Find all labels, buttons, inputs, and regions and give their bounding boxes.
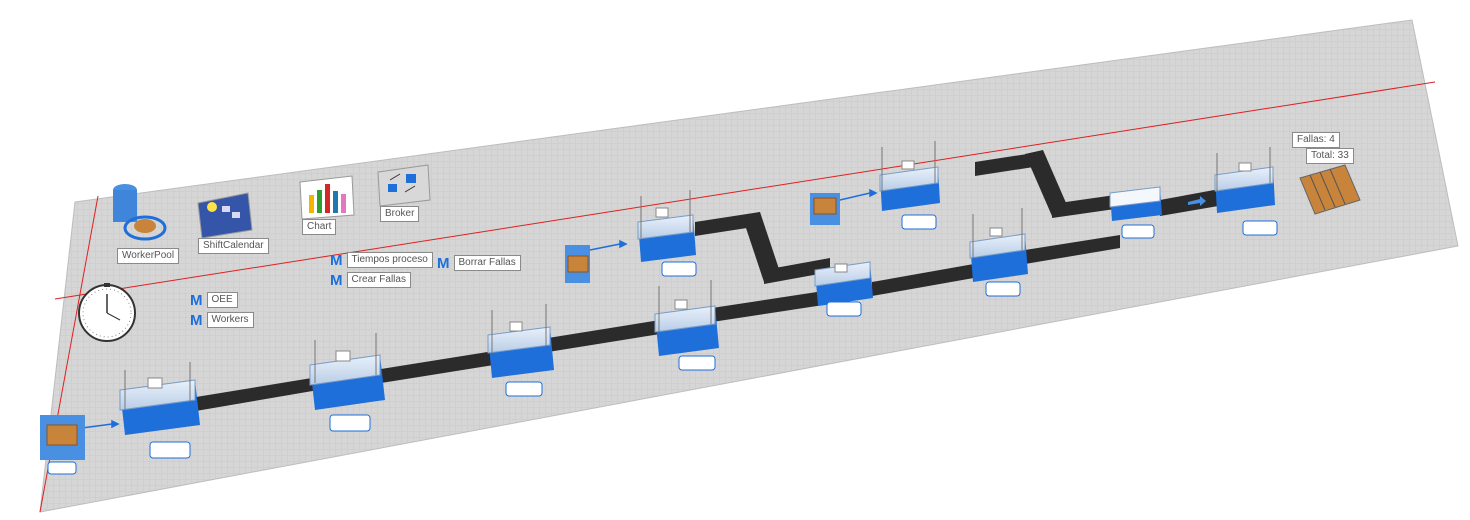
source-3[interactable] — [810, 193, 840, 225]
total-counter: Total: 33 — [1306, 148, 1354, 164]
method-icon: M — [330, 271, 343, 289]
chart-label: Chart — [302, 219, 337, 235]
conveyor-upper[interactable] — [695, 150, 1230, 284]
clock-icon[interactable] — [78, 283, 136, 342]
method-oee[interactable]: M OEE — [190, 292, 238, 308]
fallas-counter: Fallas: 4 — [1292, 132, 1340, 148]
workstation-6[interactable] — [814, 261, 873, 317]
chart-icon[interactable] — [299, 175, 355, 220]
broker-label: Broker — [380, 206, 420, 222]
broker-icon[interactable] — [377, 164, 431, 207]
flow-arrows — [81, 188, 1206, 429]
drain-crate[interactable] — [1299, 164, 1361, 215]
method-icon: M — [437, 254, 450, 272]
grid-axis-x — [54, 81, 1436, 300]
method-crear-fallas[interactable]: M Crear Fallas — [330, 272, 411, 288]
conveyor-main[interactable] — [190, 235, 1120, 412]
workstation-3[interactable] — [487, 304, 554, 397]
method-borrar-fallas[interactable]: M Borrar Fallas — [437, 255, 521, 271]
floor-plane — [39, 19, 1459, 513]
workstation-9[interactable] — [1109, 186, 1162, 239]
source-2[interactable] — [565, 245, 590, 283]
workstation-1[interactable] — [119, 362, 200, 459]
shift-calendar-label: ShiftCalendar — [198, 238, 269, 254]
method-label: Tiempos proceso — [346, 252, 433, 268]
method-tiempos-proceso[interactable]: M Tiempos proceso — [330, 252, 433, 268]
workstation-4[interactable] — [654, 280, 719, 371]
source-1[interactable] — [40, 415, 85, 475]
shift-calendar-icon[interactable] — [197, 192, 253, 239]
worker-pool-icon[interactable] — [113, 184, 167, 241]
method-label: Borrar Fallas — [453, 255, 521, 271]
workstation-5[interactable] — [637, 190, 697, 277]
method-label: Workers — [206, 312, 254, 328]
method-icon: M — [330, 251, 343, 269]
workstation-10[interactable] — [1214, 147, 1278, 236]
method-workers[interactable]: M Workers — [190, 312, 254, 328]
method-icon: M — [190, 291, 203, 309]
method-label: Crear Fallas — [346, 272, 411, 288]
workstation-7[interactable] — [969, 208, 1028, 297]
worker-pool-label: WorkerPool — [117, 248, 180, 264]
workstation-8[interactable] — [879, 141, 940, 230]
workstation-2[interactable] — [309, 333, 385, 432]
method-label: OEE — [206, 292, 238, 308]
method-icon: M — [190, 311, 203, 329]
